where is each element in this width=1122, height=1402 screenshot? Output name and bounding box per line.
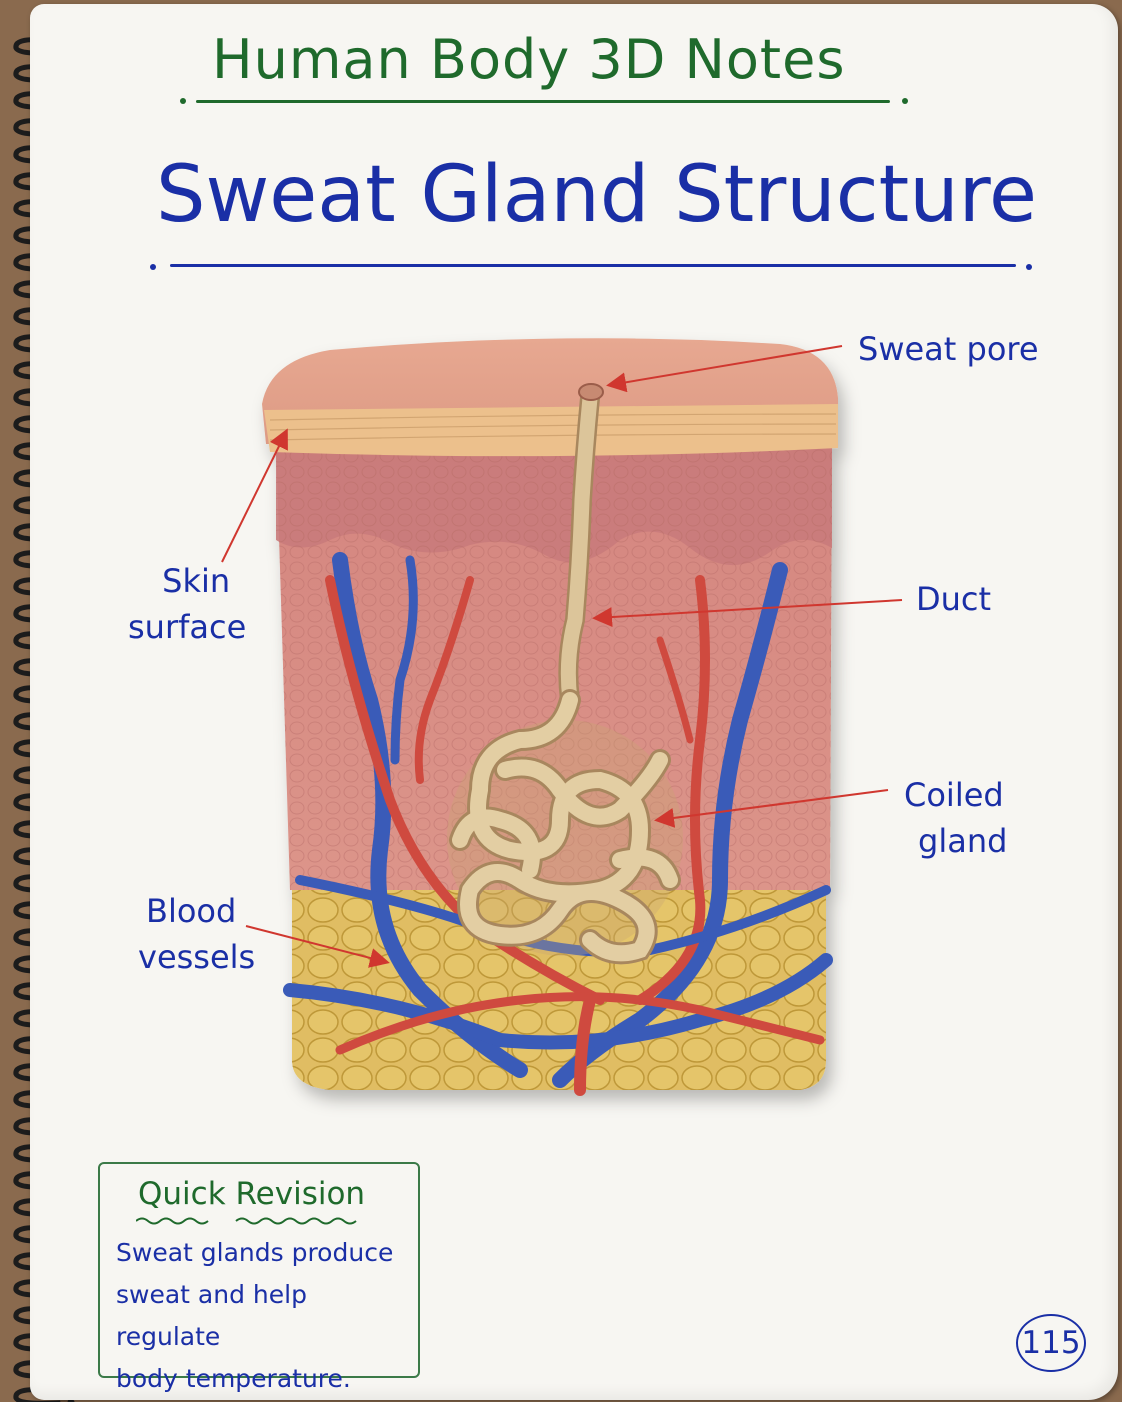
label-sweat-pore: Sweat pore (858, 330, 1039, 368)
title-dot-right (902, 98, 908, 104)
subject-title: Human Body 3D Notes (212, 28, 846, 91)
arrow-blood-vessels (245, 925, 390, 968)
label-skin-surface-line1: Skin (162, 562, 231, 600)
heading-underline (170, 264, 1016, 267)
label-blood-vessels: Blood vessels (138, 888, 255, 980)
annotation-arrows (221, 345, 903, 968)
label-coiled-gland: Coiled gland (904, 772, 1007, 864)
artery-right-branch (656, 636, 694, 744)
arrow-coiled-gland (654, 789, 889, 828)
quick-revision-underline (136, 1217, 357, 1225)
title-underline (196, 100, 890, 103)
arrow-sweat-pore (606, 345, 843, 393)
coiled-gland-group (447, 689, 683, 965)
quick-revision-line: sweat and help regulate (116, 1280, 307, 1351)
quick-revision-line: body temperature. (116, 1364, 351, 1393)
binding-ring (13, 1387, 75, 1402)
page-number: 115 (1016, 1314, 1086, 1372)
page-heading: Sweat Gland Structure (156, 150, 1037, 240)
sweat-pore (578, 383, 604, 401)
label-blood-vessels-line2: vessels (138, 938, 256, 976)
heading-dot-left (150, 264, 156, 270)
label-coiled-gland-line2: gland (918, 822, 1008, 860)
arrow-duct (592, 599, 903, 628)
artery-left-branch (414, 576, 474, 784)
artery-horizontal (335, 992, 825, 1055)
quick-revision-box: Quick Revision Sweat glands produce swea… (98, 1162, 420, 1393)
quick-revision-title: Quick Revision (138, 1176, 366, 1212)
stratum-band (264, 404, 838, 457)
label-blood-vessels-line1: Blood (146, 892, 237, 930)
title-dot-left (180, 98, 186, 104)
label-skin-surface-line2: surface (128, 608, 247, 646)
artery-right (635, 575, 710, 1005)
vein-left-branch (390, 555, 418, 765)
artery-left (325, 575, 605, 1005)
heading-dot-right (1026, 264, 1032, 270)
vein-horizontal-2 (295, 875, 831, 957)
label-skin-surface: Skin surface (128, 558, 246, 650)
blood-vessels-group (283, 552, 833, 1096)
quick-revision-text: Sweat glands produce sweat and help regu… (116, 1232, 416, 1400)
label-coiled-gland-line1: Coiled (904, 776, 1004, 814)
arrow-skin-surface (221, 428, 288, 563)
artery-bottom (574, 994, 596, 1096)
label-duct: Duct (916, 580, 992, 618)
quick-revision-line: Sweat glands produce (116, 1238, 394, 1267)
sweat-duct-group (558, 388, 600, 710)
